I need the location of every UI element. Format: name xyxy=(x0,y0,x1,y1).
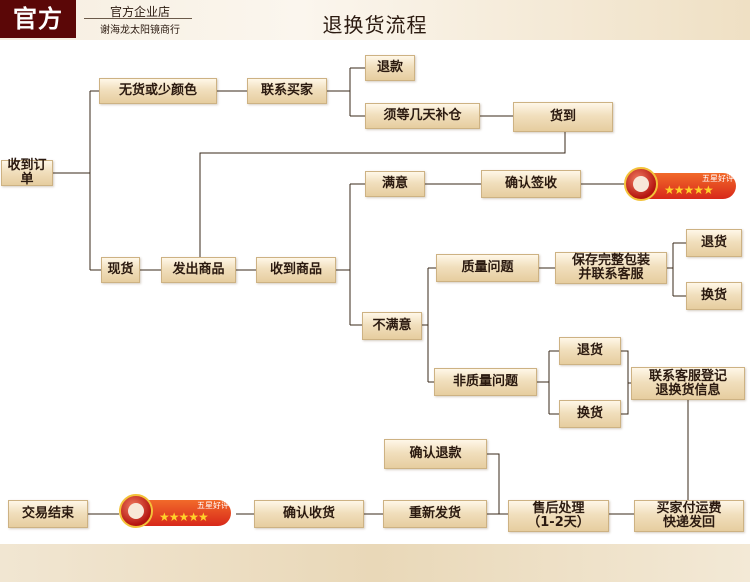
shop-subtitle: 谢海龙太阳镜商行 xyxy=(100,25,180,36)
badge-rating-text: 五星好评 xyxy=(702,174,734,183)
node-unsatisfied: 不满意 xyxy=(362,312,422,340)
node-exchange-1: 换货 xyxy=(686,282,742,310)
node-in-stock: 现货 xyxy=(101,257,140,283)
badge-rating-text: 五星好评 xyxy=(197,501,229,510)
node-receive-goods: 收到商品 xyxy=(256,257,336,283)
node-deal-closed: 交易结束 xyxy=(8,500,88,528)
page-title: 退换货流程 xyxy=(322,13,428,37)
star-rating-icon: ★★★★★ xyxy=(664,183,714,197)
thumbs-up-icon xyxy=(624,167,658,201)
node-goods-arrived: 货到 xyxy=(513,102,613,132)
thumbs-up-icon xyxy=(119,494,153,528)
node-non-quality-issue: 非质量问题 xyxy=(434,368,537,396)
node-no-goods: 无货或少颜色 xyxy=(99,78,217,104)
node-exchange-2: 换货 xyxy=(559,400,621,428)
header-bar: 官方 官方企业店 谢海龙太阳镜商行 退换货流程 xyxy=(0,0,750,40)
node-keep-package: 保存完整包装 并联系客服 xyxy=(555,252,667,284)
star-rating-icon: ★★★★★ xyxy=(159,510,209,524)
node-contact-buyer: 联系买家 xyxy=(247,78,327,104)
node-return-1: 退货 xyxy=(686,229,742,257)
five-star-badge-bottom: 五星好评 ★★★★★ xyxy=(119,494,231,530)
node-satisfied: 满意 xyxy=(365,171,425,197)
node-wait-restock: 须等几天补仓 xyxy=(365,103,480,129)
node-confirm-receipt: 确认签收 xyxy=(481,170,581,198)
footer-bar xyxy=(0,544,750,582)
five-star-badge: 五星好评 ★★★★★ xyxy=(624,167,736,203)
node-buyer-pays-shipping: 买家付运费 快递发回 xyxy=(634,500,744,532)
node-receive-order: 收到订单 xyxy=(1,159,53,187)
node-confirm-refund: 确认退款 xyxy=(384,439,487,469)
node-quality-issue: 质量问题 xyxy=(436,254,539,282)
node-ship-goods: 发出商品 xyxy=(161,257,236,283)
node-after-sale: 售后处理 （1-2天） xyxy=(508,500,609,532)
shop-divider xyxy=(84,18,192,19)
node-refund: 退款 xyxy=(365,55,415,81)
node-confirm-delivery: 确认收货 xyxy=(254,500,364,528)
node-contact-service-register: 联系客服登记 退换货信息 xyxy=(631,367,745,400)
shop-name: 官方企业店 xyxy=(109,5,170,19)
store-logo: 官方 xyxy=(0,0,76,38)
node-reship: 重新发货 xyxy=(383,500,487,528)
node-return-2: 退货 xyxy=(559,337,621,365)
